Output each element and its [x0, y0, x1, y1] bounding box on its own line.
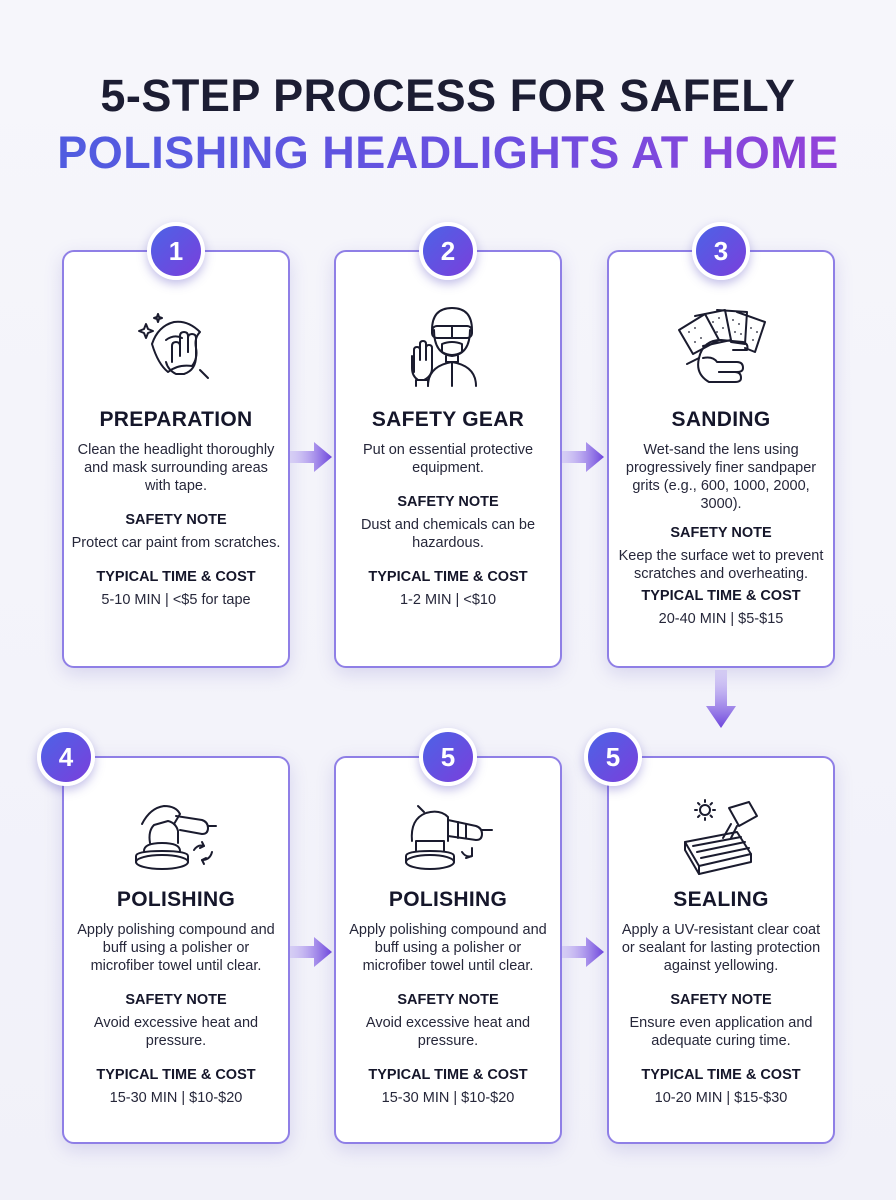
sandpaper-hand-icon — [673, 302, 769, 390]
time-cost-label: TYPICAL TIME & COST — [641, 1067, 801, 1083]
time-cost-label: TYPICAL TIME & COST — [641, 588, 801, 604]
step-card-4: POLISHING Apply polishing compound and b… — [62, 756, 290, 1144]
step-body-3: SANDING Wet-sand the lens using progress… — [615, 408, 827, 628]
step-body-4: POLISHING Apply polishing compound and b… — [70, 888, 282, 1107]
step-number-badge-4: 4 — [37, 728, 95, 786]
rotary-polisher-icon — [400, 798, 496, 874]
step-card-5: POLISHING Apply polishing compound and b… — [334, 756, 562, 1144]
arrow-right-icon — [290, 442, 332, 472]
step-title: POLISHING — [388, 888, 508, 911]
step-body-6: SEALING Apply a UV-resistant clear coat … — [615, 888, 827, 1107]
time-cost-value: 5-10 MIN | <$5 for tape — [101, 592, 251, 608]
step-title: SAFETY GEAR — [371, 408, 525, 431]
page-title: 5-STEP PROCESS FOR SAFELY POLISHING HEAD… — [0, 68, 896, 182]
safety-note-text: Avoid excessive heat and pressure. — [93, 1015, 259, 1049]
arrow-right-icon — [562, 442, 604, 472]
safety-note-label: SAFETY NOTE — [670, 525, 772, 541]
step-title: POLISHING — [116, 888, 236, 911]
step-number-badge-1: 1 — [147, 222, 205, 280]
step-description: Clean the headlight thoroughly and mask … — [77, 442, 275, 494]
step-description: Apply polishing compound and buff using … — [77, 922, 275, 974]
time-cost-value: 10-20 MIN | $15-$30 — [654, 1090, 788, 1106]
safety-note-label: SAFETY NOTE — [125, 992, 227, 1008]
time-cost-value: 15-30 MIN | $10-$20 — [109, 1090, 243, 1106]
step-description: Apply a UV-resistant clear coat or seala… — [621, 922, 821, 974]
step-title: SEALING — [673, 888, 769, 911]
step-number-badge-3: 3 — [692, 222, 750, 280]
sealant-applicator-icon — [673, 798, 769, 878]
time-cost-value: 15-30 MIN | $10-$20 — [381, 1090, 515, 1106]
safety-note-text: Avoid excessive heat and pressure. — [365, 1015, 531, 1049]
step-body-5: POLISHING Apply polishing compound and b… — [342, 888, 554, 1107]
safety-note-label: SAFETY NOTE — [125, 512, 227, 528]
safety-note-text: Ensure even application and adequate cur… — [629, 1015, 813, 1049]
time-cost-value: 20-40 MIN | $5-$15 — [658, 611, 784, 627]
step-title: SANDING — [671, 408, 771, 431]
safety-note-text: Dust and chemicals can be hazardous. — [360, 517, 536, 551]
step-number-badge-6: 5 — [584, 728, 642, 786]
step-body-1: PREPARATION Clean the headlight thorough… — [70, 408, 282, 609]
safety-note-label: SAFETY NOTE — [397, 992, 499, 1008]
step-card-2: SAFETY GEAR Put on essential protective … — [334, 250, 562, 668]
safety-note-text: Keep the surface wet to prevent scratche… — [618, 548, 824, 582]
arrow-right-icon — [562, 937, 604, 967]
step-number-badge-5: 5 — [419, 728, 477, 786]
orbital-polisher-icon — [128, 800, 224, 872]
time-cost-label: TYPICAL TIME & COST — [96, 569, 256, 585]
step-description: Apply polishing compound and buff using … — [349, 922, 547, 974]
step-card-1: PREPARATION Clean the headlight thorough… — [62, 250, 290, 668]
step-card-3: SANDING Wet-sand the lens using progress… — [607, 250, 835, 668]
safety-note-label: SAFETY NOTE — [397, 494, 499, 510]
step-body-2: SAFETY GEAR Put on essential protective … — [342, 408, 554, 609]
title-line-1: 5-STEP PROCESS FOR SAFELY — [100, 70, 796, 121]
time-cost-label: TYPICAL TIME & COST — [96, 1067, 256, 1083]
title-line-2: POLISHING HEADLIGHTS AT HOME — [0, 124, 896, 182]
step-number-badge-2: 2 — [419, 222, 477, 280]
step-description: Wet-sand the lens using progressively fi… — [625, 442, 817, 512]
step-description: Put on essential protective equipment. — [362, 442, 534, 476]
time-cost-label: TYPICAL TIME & COST — [368, 1067, 528, 1083]
arrow-right-icon — [290, 937, 332, 967]
cloth-wipe-icon — [136, 306, 216, 386]
step-card-6: SEALING Apply a UV-resistant clear coat … — [607, 756, 835, 1144]
step-title: PREPARATION — [99, 408, 253, 431]
safety-note-label: SAFETY NOTE — [670, 992, 772, 1008]
safety-note-text: Protect car paint from scratches. — [71, 535, 281, 551]
arrow-down-icon — [706, 670, 736, 728]
safety-gear-person-icon — [406, 300, 490, 388]
time-cost-value: 1-2 MIN | <$10 — [399, 592, 497, 608]
time-cost-label: TYPICAL TIME & COST — [368, 569, 528, 585]
